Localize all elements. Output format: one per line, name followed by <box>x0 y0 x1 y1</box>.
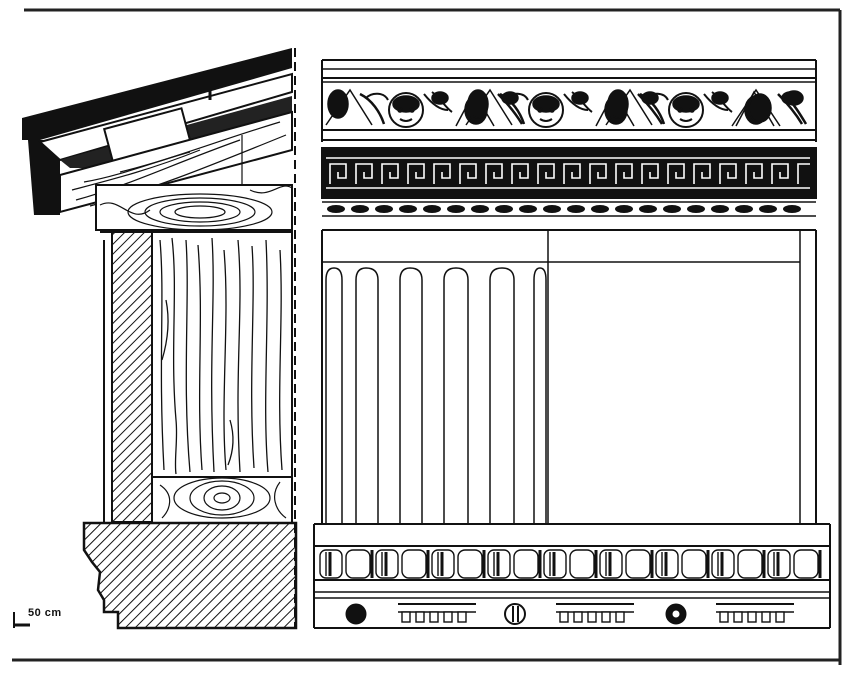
page-frame <box>12 8 842 665</box>
beam-end-grain <box>95 184 293 231</box>
log-end-grain <box>151 476 293 524</box>
hatched-wall <box>111 231 153 523</box>
wooden-post <box>151 231 293 478</box>
hatched-base <box>82 521 298 630</box>
wall-panel <box>321 229 817 524</box>
scale-bar <box>13 612 30 628</box>
scale-label: 50 cm <box>28 607 62 619</box>
balustrade-row <box>319 548 822 580</box>
elevation-view <box>313 59 831 629</box>
bead-band <box>322 201 816 217</box>
fluted-column <box>325 267 547 524</box>
section-view <box>13 48 298 630</box>
ornament-frieze <box>322 81 816 141</box>
plinth-moulding <box>313 523 831 629</box>
meander-band <box>321 147 817 199</box>
base-rosettes <box>345 603 687 625</box>
base-dentils <box>398 603 795 623</box>
